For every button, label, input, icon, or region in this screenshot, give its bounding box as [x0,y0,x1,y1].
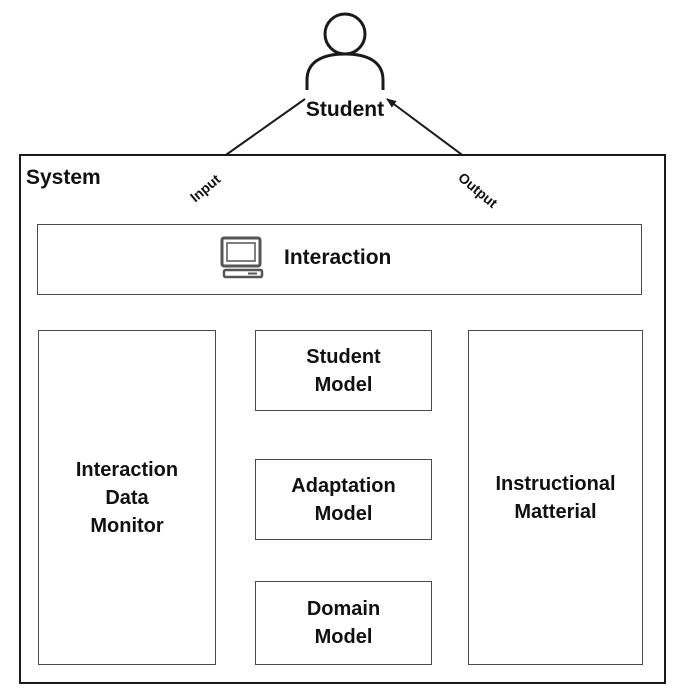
interaction-data-monitor-box: Interaction Data Monitor [38,330,216,665]
domain-model-label: Domain Model [306,598,381,648]
adaptation-model-box: Adaptation Model [255,459,432,540]
system-label: System [26,166,101,189]
instructional-material-box: Instructional Matterial [468,330,643,665]
computer-monitor-icon [220,236,264,279]
person-icon [305,12,385,90]
student-model-box: Student Model [255,330,432,411]
interaction-data-monitor-label: Interaction Data Monitor [75,458,179,537]
interaction-box: Interaction [37,224,642,295]
student-label: Student [305,98,385,121]
interaction-label: Interaction [284,246,392,269]
student-model-label: Student Model [306,345,381,396]
instructional-material-label: Instructional Matterial [495,472,616,523]
adaptation-model-label: Adaptation Model [291,474,396,525]
domain-model-box: Domain Model [255,581,432,665]
